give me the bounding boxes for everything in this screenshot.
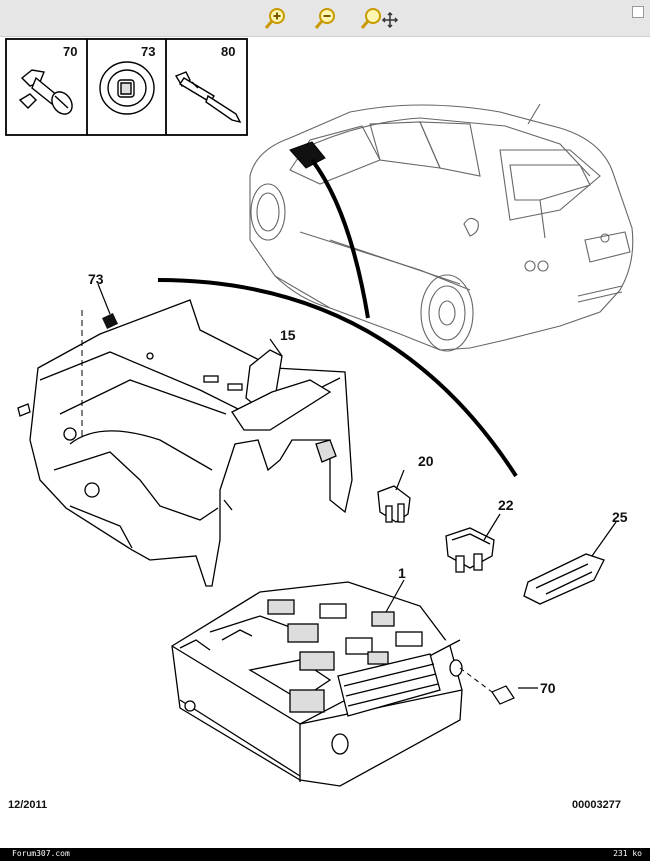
fuse-20-drawing bbox=[377, 485, 411, 523]
grommet-73-drawing bbox=[99, 61, 155, 115]
status-size: 231 ko bbox=[613, 849, 642, 858]
reference-arc bbox=[157, 278, 518, 478]
window-close-box[interactable] bbox=[632, 6, 644, 18]
control-unit-1-drawing bbox=[171, 581, 463, 787]
clip-73-marker bbox=[102, 313, 118, 329]
zoom-in-button[interactable] bbox=[262, 5, 290, 31]
callout-70: 70 bbox=[540, 680, 556, 696]
legend-label-70: 70 bbox=[63, 44, 77, 59]
clip-70-marker bbox=[491, 685, 515, 705]
magnifier-minus-icon bbox=[314, 8, 335, 29]
magnifier-move-icon bbox=[360, 8, 399, 29]
callout-73: 73 bbox=[88, 271, 104, 287]
zoom-out-button[interactable] bbox=[312, 5, 340, 31]
bracket-15-drawing bbox=[17, 299, 353, 587]
leader-arrow bbox=[310, 158, 370, 319]
status-bar: Forum307.com 231 ko bbox=[0, 848, 650, 861]
callout-25: 25 bbox=[612, 509, 628, 525]
parts-diagram: 70 73 80 bbox=[5, 38, 634, 811]
status-site: Forum307.com bbox=[12, 849, 70, 858]
toolbar bbox=[0, 0, 650, 37]
location-marker bbox=[289, 141, 326, 169]
diagram-reference: 00003277 bbox=[572, 799, 621, 811]
zoom-pan-button[interactable] bbox=[358, 5, 402, 31]
rivet-80-drawing bbox=[174, 71, 242, 124]
diagram-date: 12/2011 bbox=[8, 799, 47, 811]
callout-1: 1 bbox=[398, 565, 406, 581]
legend-label-73: 73 bbox=[141, 44, 155, 59]
callout-15: 15 bbox=[280, 327, 296, 343]
car-drawing bbox=[249, 103, 634, 352]
callout-22: 22 bbox=[498, 497, 514, 513]
parts-legend: 70 73 80 bbox=[5, 38, 248, 136]
push-clip-70-drawing bbox=[18, 69, 73, 115]
magnifier-plus-icon bbox=[264, 8, 285, 29]
legend-label-80: 80 bbox=[221, 44, 235, 59]
relay-25-drawing bbox=[523, 553, 605, 605]
callout-20: 20 bbox=[418, 453, 434, 469]
fuse-22-drawing bbox=[445, 527, 495, 573]
